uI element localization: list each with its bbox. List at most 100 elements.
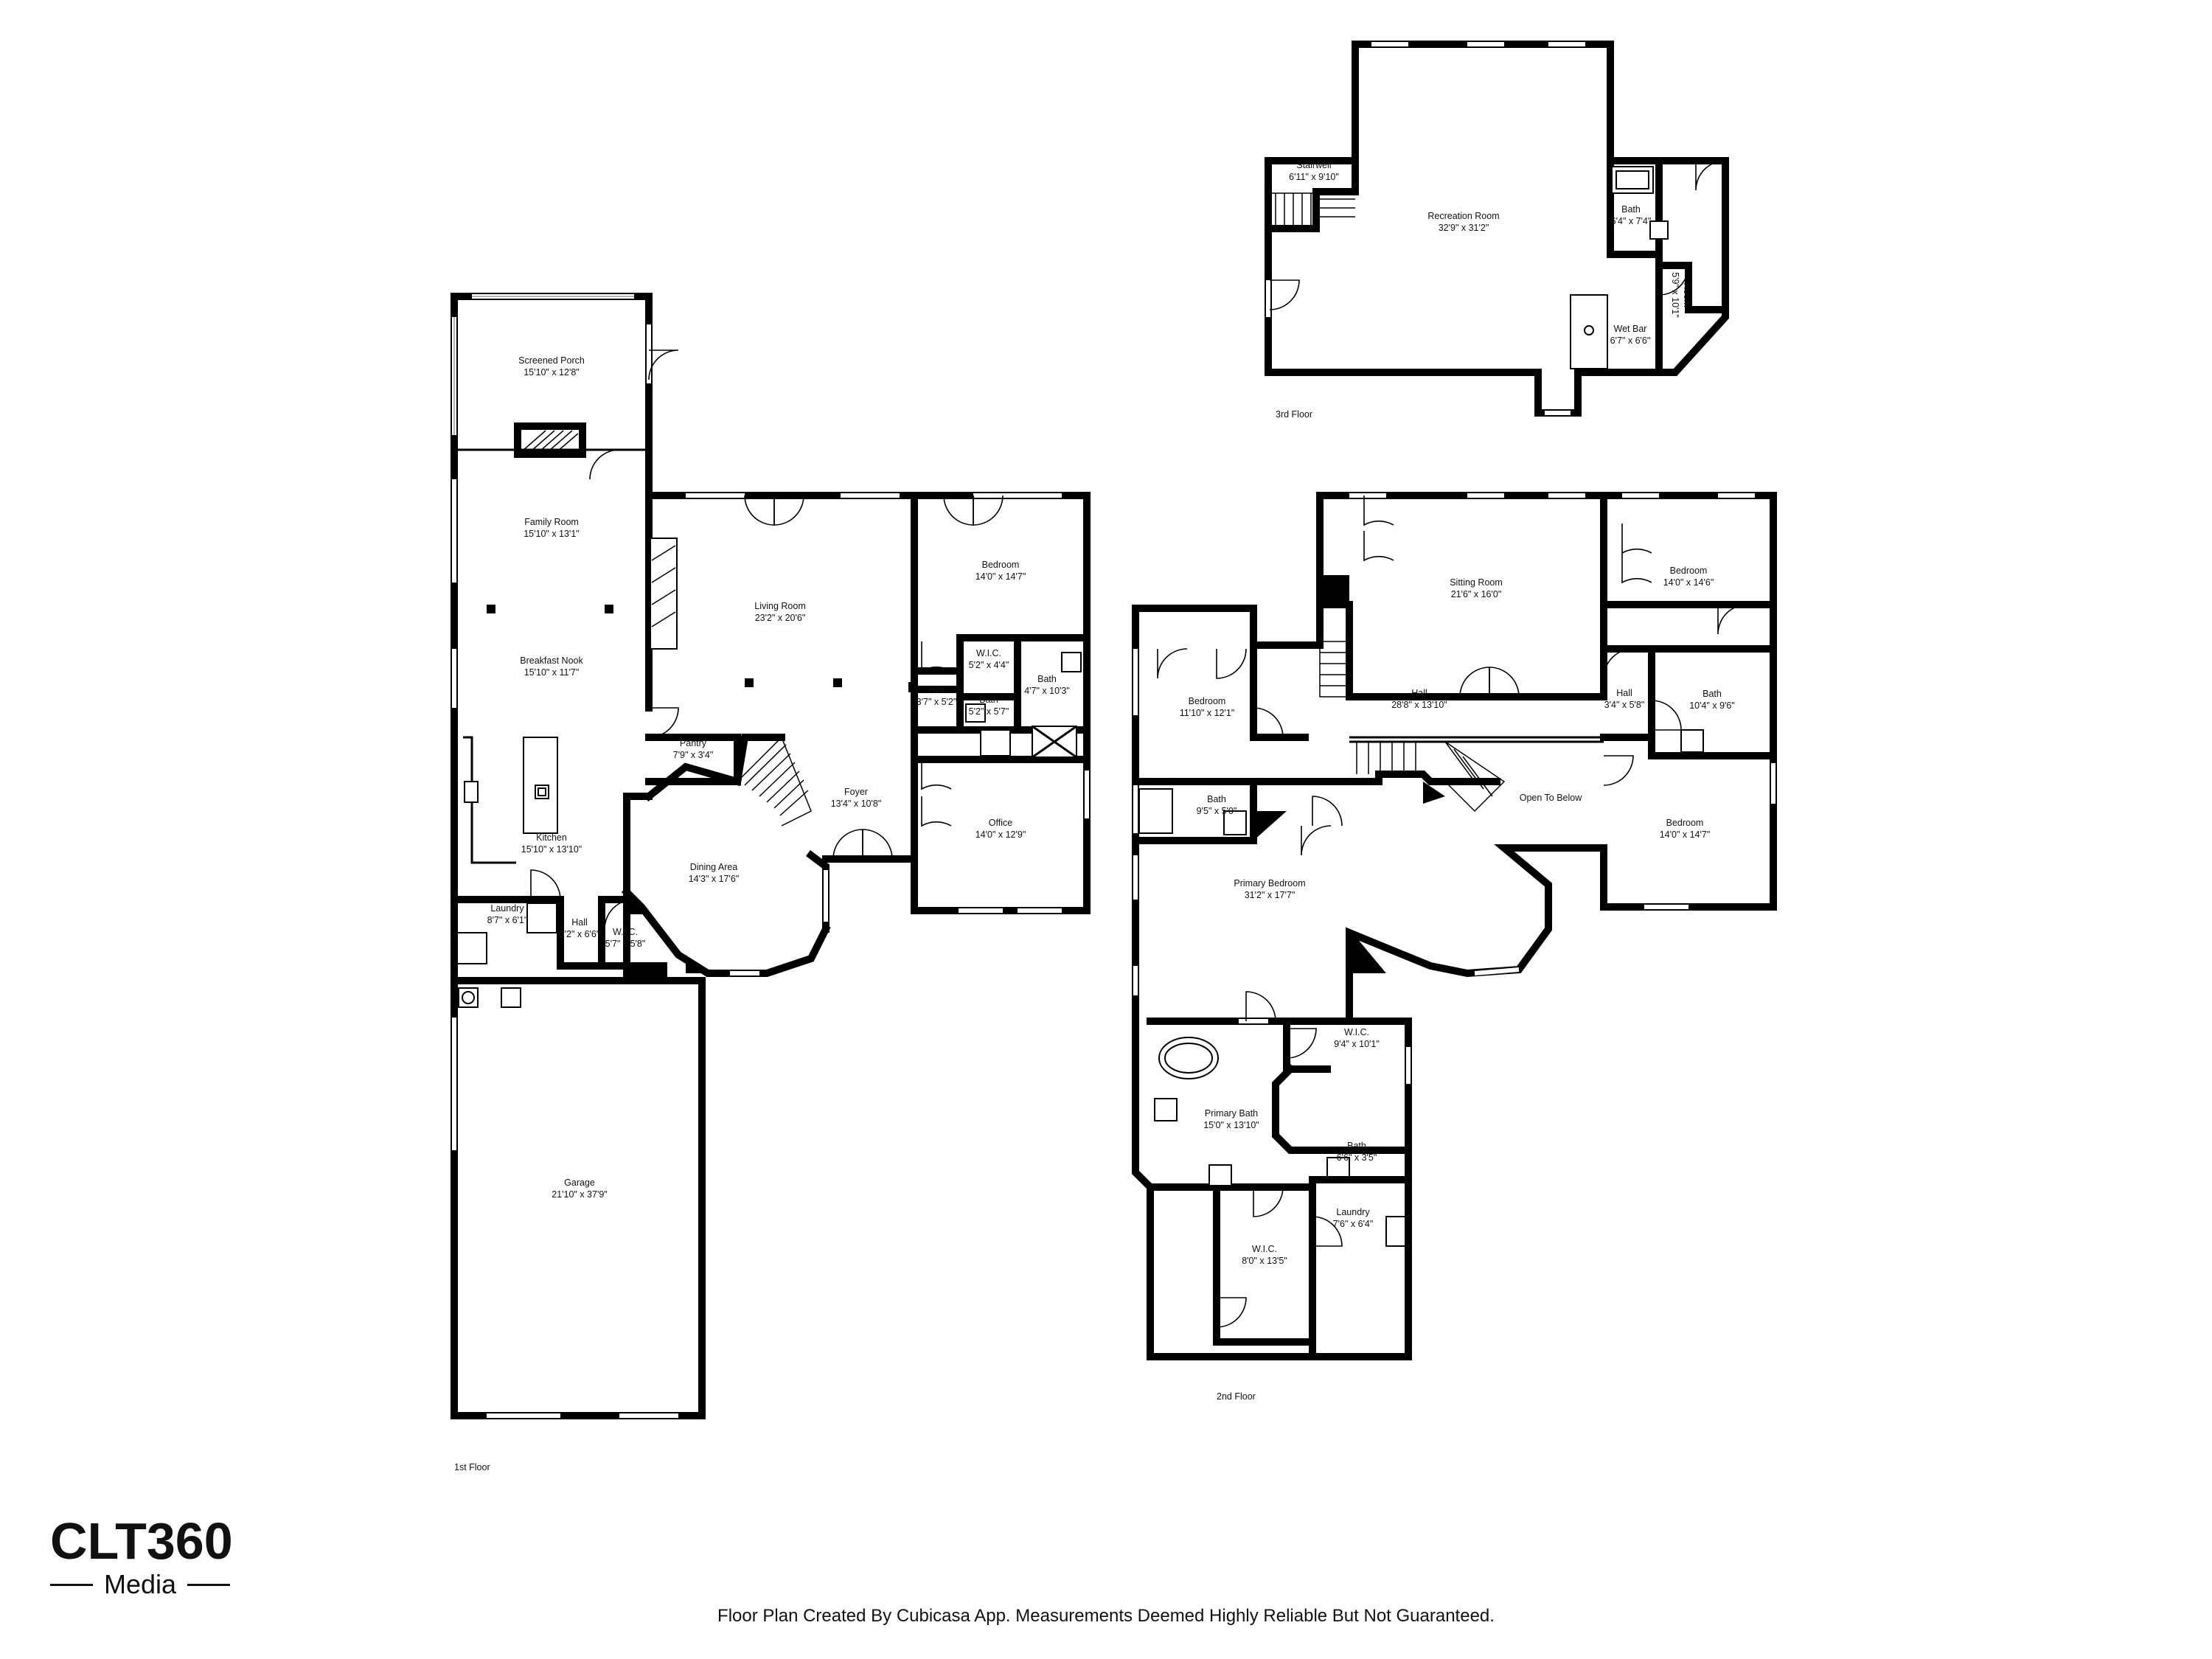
second-floor-plan	[1132, 492, 1777, 1360]
room-dimensions: 15'10" x 13'1"	[524, 529, 580, 539]
disclaimer: Floor Plan Created By Cubicasa App. Meas…	[717, 1606, 1495, 1626]
room-dimensions: 5'9" x 10'1"	[1670, 272, 1680, 318]
room-name: Bedroom	[982, 560, 1020, 570]
room-label-living-room: Living Room 23'2" x 20'6"	[754, 601, 805, 623]
room-dimensions: 3'4" x 5'8"	[1604, 700, 1645, 710]
room-label-wic-1: W.I.C. 5'2" x 4'4"	[969, 648, 1009, 670]
room-name: Bath	[1621, 204, 1641, 215]
room-name: Laundry	[490, 903, 524, 914]
room-name: W.I.C.	[1344, 1027, 1369, 1037]
room-dimensions: 14'3" x 17'6"	[689, 874, 740, 884]
room-name: Office	[989, 818, 1012, 828]
room-name: Bath	[1037, 674, 1057, 684]
room-dimensions: 13'4" x 10'8"	[831, 799, 882, 809]
room-dimensions: 7'9" x 3'4"	[673, 750, 714, 760]
room-name: Bedroom	[1670, 566, 1708, 576]
brand-logo: CLT360	[50, 1512, 233, 1570]
room-name: W.I.C.	[976, 648, 1001, 658]
room-name: W.I.C.	[1252, 1244, 1277, 1254]
room-label-wic-1b: W.I.C.5'7" x 5'8"	[605, 927, 646, 949]
room-name: Screened Porch	[518, 355, 585, 366]
room-name: Hall	[571, 917, 588, 928]
room-dimensions: 4'7" x 10'3"	[1024, 686, 1070, 696]
room-name: Hall	[1411, 688, 1427, 698]
room-label-office: Office 14'0" x 12'9"	[975, 818, 1026, 840]
tagline-rule-left	[50, 1584, 93, 1586]
room-dimensions: 32'9" x 31'2"	[1439, 223, 1489, 233]
tagline-rule-right	[187, 1584, 230, 1586]
second-floor-walls	[1132, 492, 1777, 1360]
room-name: Stairwell	[1296, 160, 1331, 170]
room-name: Sitting Room	[1450, 577, 1503, 588]
room-name: Laundry	[1336, 1207, 1370, 1217]
room-dimensions: 31'2" x 17'7"	[1245, 890, 1295, 900]
floor-labels: 1st Floor 2nd Floor 3rd Floor	[454, 409, 1312, 1472]
room-label-bath-1b: Bath 4'7" x 10'3"	[1024, 674, 1070, 696]
room-dimensions: 10'4" x 9'6"	[1689, 700, 1735, 711]
room-name: Bedroom	[1666, 818, 1704, 828]
room-dimensions: 5'7" x 5'8"	[605, 939, 646, 949]
room-name: Bath	[1347, 1141, 1366, 1151]
room-dimensions: 15'10" x 13'10"	[521, 844, 582, 855]
third-floor-plan	[1265, 41, 1729, 417]
room-dimensions: 23'2" x 20'6"	[755, 613, 806, 623]
second-floor-fixtures	[1138, 495, 1748, 1328]
room-dimensions: 8'7" x 6'1"	[487, 915, 528, 925]
floor-label-first: 1st Floor	[454, 1462, 490, 1472]
room-label-bath-2b: Bath 9'5" x 5'0"	[1197, 794, 1237, 816]
room-name: Kitchen	[536, 832, 567, 843]
room-dimensions: 14'0" x 14'7"	[975, 571, 1026, 582]
room-name: Foyer	[844, 787, 868, 797]
room-name: Hall	[928, 685, 945, 695]
room-dimensions: 21'6" x 16'0"	[1451, 589, 1502, 599]
room-dimensions: 5'2" x 5'7"	[969, 706, 1009, 717]
room-label-wic-2: W.I.C.9'4" x 10'1"	[1334, 1027, 1380, 1049]
screened-porch-walls	[451, 293, 679, 458]
first-floor-fixtures	[456, 449, 1082, 1008]
brand-tagline-wrap: Media	[50, 1569, 230, 1599]
room-dimensions: 6'11" x 9'10"	[1289, 172, 1339, 182]
room-dimensions: 3'2" x 6'6"	[560, 929, 600, 939]
room-name: Bath	[1207, 794, 1226, 804]
room-name: Primary Bath	[1205, 1108, 1258, 1119]
room-label-primary-bedroom: Primary Bedroom 31'2" x 17'7"	[1234, 878, 1305, 900]
room-name: Bath	[979, 695, 998, 705]
room-name: Bedroom	[1189, 696, 1226, 706]
room-dimensions: 28'8" x 13'10"	[1391, 700, 1447, 710]
room-name: Breakfast Nook	[520, 655, 583, 666]
floor-label-third: 3rd Floor	[1276, 409, 1312, 420]
room-dimensions: 14'0" x 12'9"	[975, 830, 1026, 840]
room-name: Living Room	[754, 601, 805, 611]
room-name: Room	[1682, 282, 1692, 307]
third-floor-fixtures	[1269, 160, 1726, 369]
room-dimensions: 5'2" x 4'4"	[969, 660, 1009, 670]
room-name: Primary Bedroom	[1234, 878, 1305, 888]
room-label-foyer: Foyer 13'4" x 10'8"	[831, 787, 882, 809]
room-name: Bath	[1703, 689, 1722, 699]
room-dimensions: 15'10" x 12'8"	[524, 367, 580, 378]
room-label-stairwell: Stairwell 6'11" x 9'10"	[1289, 160, 1339, 182]
room-dimensions: 9'5" x 5'0"	[1197, 806, 1237, 816]
room-name: Open To Below	[1520, 793, 1583, 803]
room-dimensions: 11'10" x 12'1"	[1180, 708, 1235, 718]
